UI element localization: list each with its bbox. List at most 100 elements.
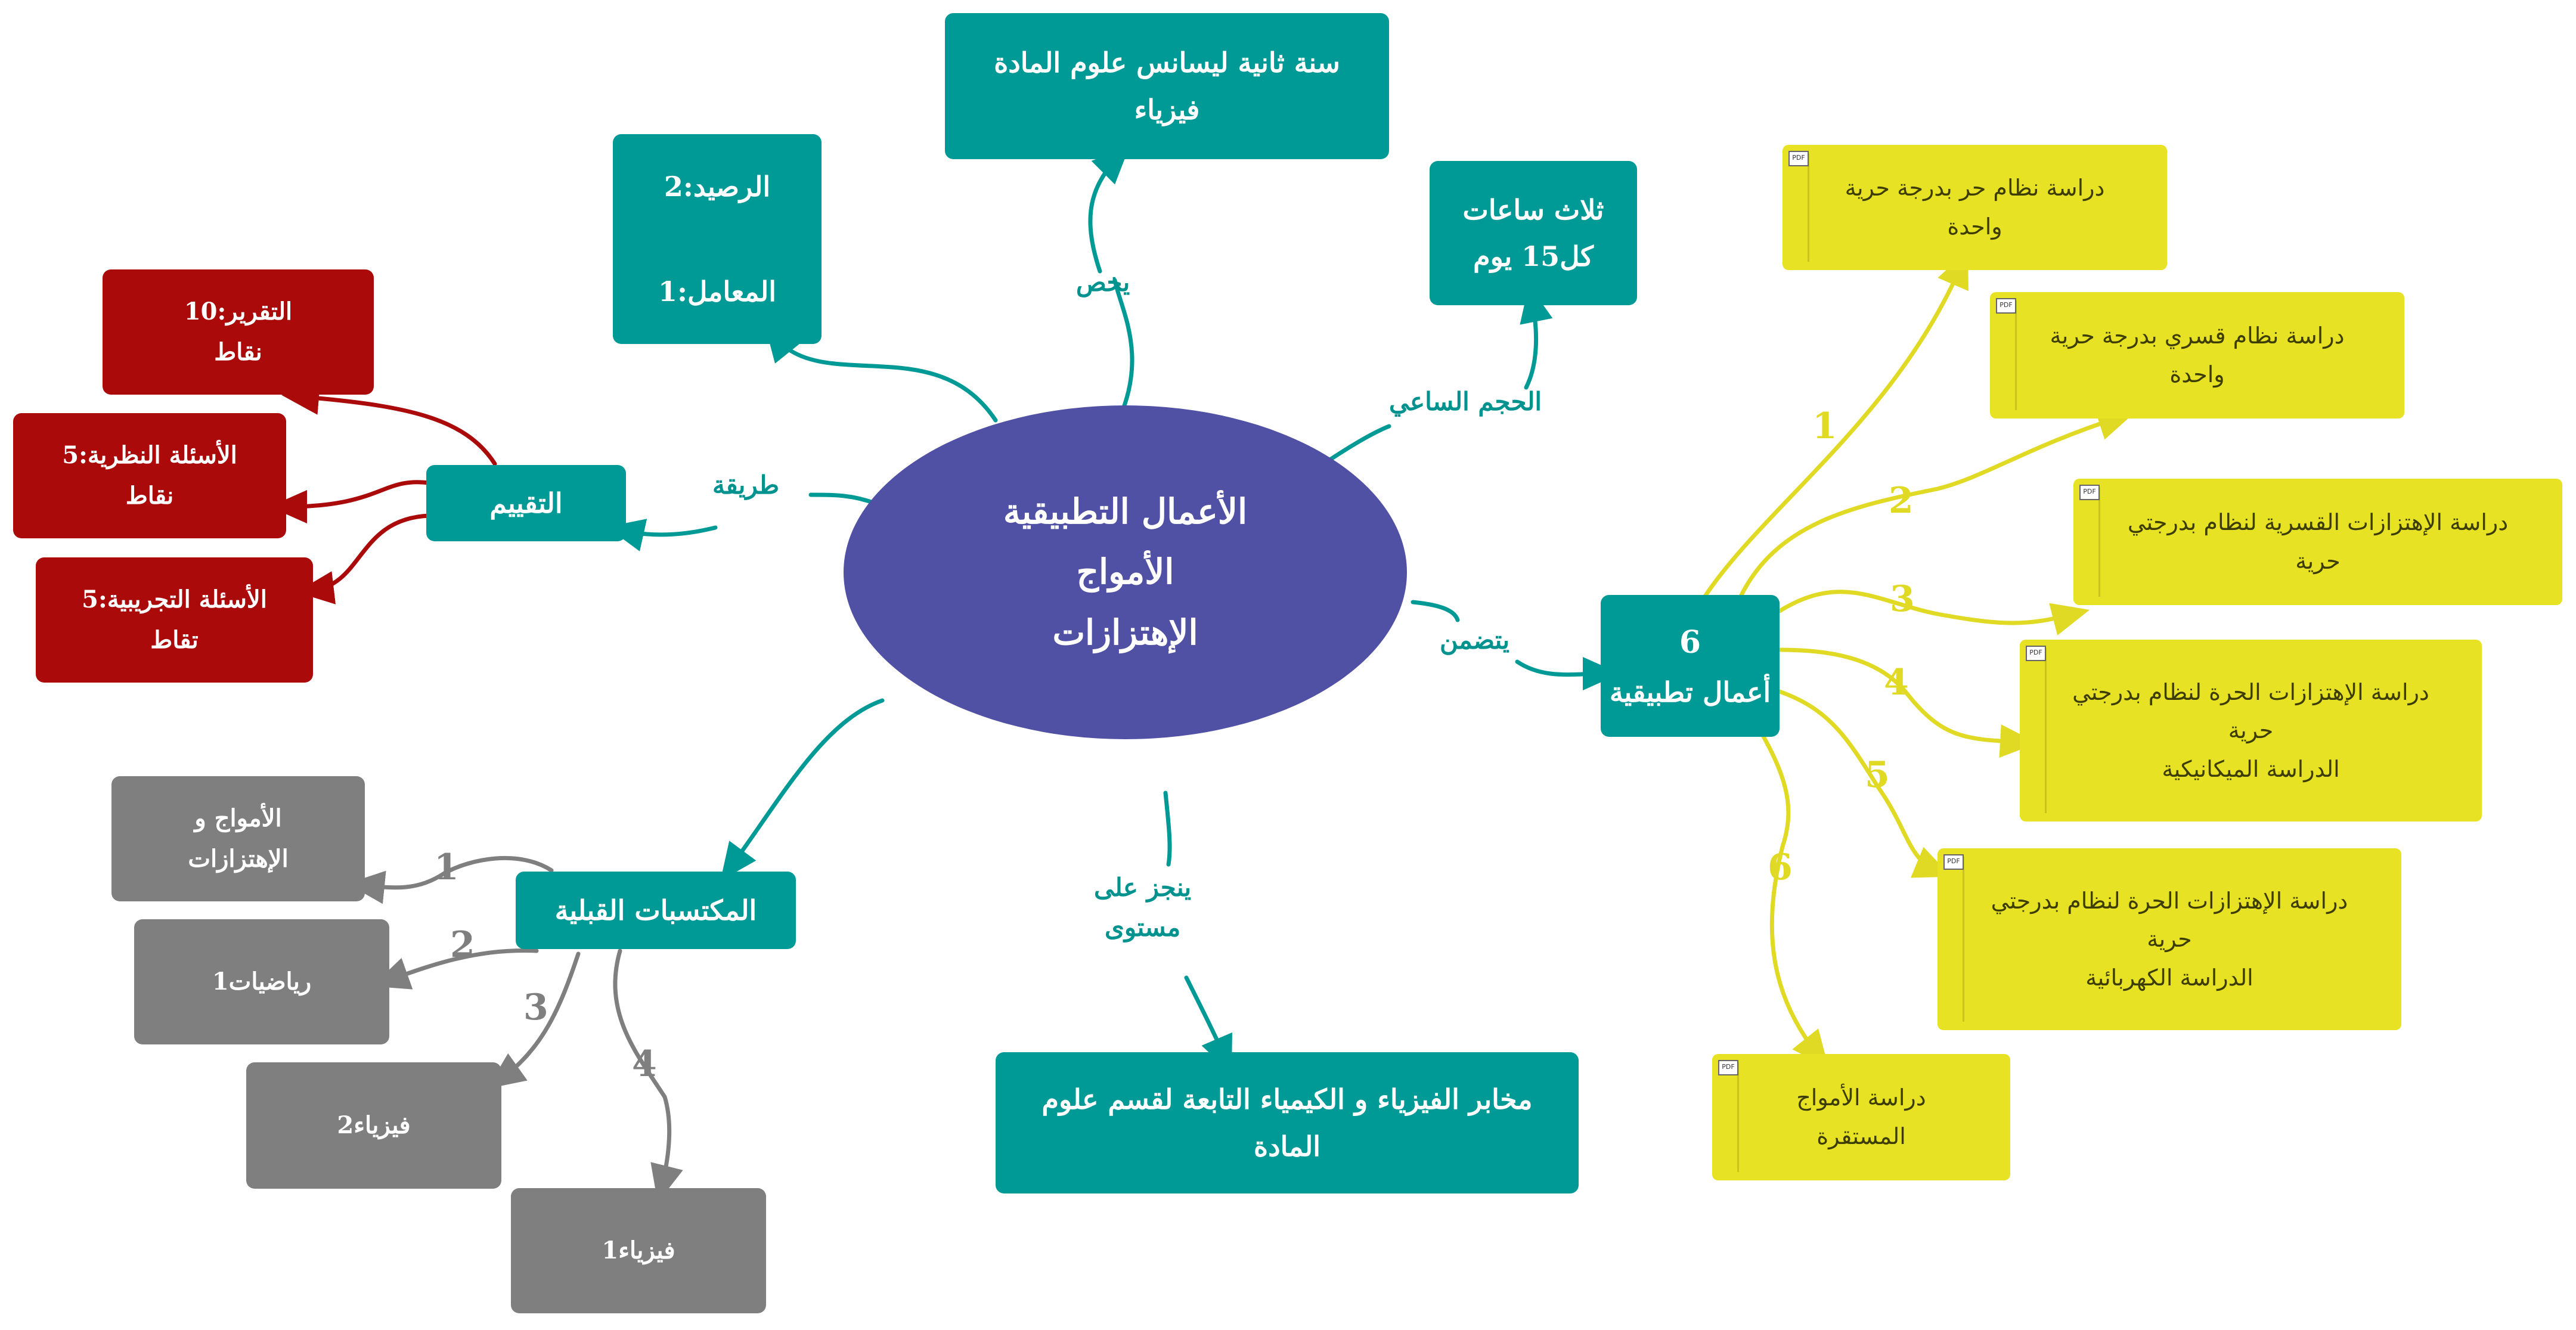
grade-report-line2: نقاط bbox=[214, 338, 262, 366]
edge-label-carried-out-line2: مستوى bbox=[1105, 913, 1181, 943]
edge-assessment bbox=[808, 492, 879, 506]
prereq-item-math1[interactable]: رياضيات1 bbox=[134, 919, 389, 1044]
audience-line2: فيزياء bbox=[1134, 93, 1200, 126]
work-item-1[interactable]: PDF دراسة نظام حر بدرجة حرية واحدة bbox=[1783, 145, 2167, 270]
edge-label-includes: يتضمن bbox=[1440, 625, 1510, 655]
audience-node[interactable]: سنة ثانية ليسانس علوم المادة فيزياء bbox=[945, 13, 1389, 159]
edge-work-6 bbox=[1759, 731, 1829, 1068]
pdf-icon[interactable]: PDF bbox=[1788, 151, 1809, 166]
work-item-6-line1: دراسة الأمواج bbox=[1796, 1084, 1926, 1111]
work-item-4-line3: الدراسة الميكانيكية bbox=[2162, 755, 2340, 782]
grade-theory-line1: الأسئلة النظرية:5 bbox=[62, 441, 237, 469]
edge-credits bbox=[764, 324, 998, 423]
work-number-2: 2 bbox=[1889, 480, 1914, 522]
hours-line1: ثلاث ساعات bbox=[1462, 193, 1604, 226]
work-item-3-line2: حرية bbox=[2295, 548, 2341, 574]
assessment-label: التقييم bbox=[489, 486, 563, 519]
pdf-icon[interactable]: PDF bbox=[1718, 1060, 1738, 1075]
work-item-3[interactable]: PDF دراسة الإهتزازات القسرية لنظام بدرجت… bbox=[2073, 479, 2562, 605]
work-item-2[interactable]: PDF دراسة نظام قسري بدرجة حرية واحدة bbox=[1990, 292, 2404, 418]
central-topic-line1: الأعمال التطبيقية bbox=[1003, 491, 1248, 532]
work-number-5: 5 bbox=[1865, 754, 1890, 796]
work-item-4-line1: دراسة الإهتزازات الحرة لنظام بدرجتي bbox=[2072, 678, 2429, 705]
edge-grade-3 bbox=[296, 513, 432, 604]
credits-node[interactable]: الرصيد:2 المعامل:1 bbox=[613, 134, 822, 344]
work-item-4-line2: حرية bbox=[2228, 717, 2274, 744]
labs-node[interactable]: مخابر الفيزياء و الكيمياء التابعة لقسم ع… bbox=[996, 1052, 1579, 1193]
labs-line1: مخابر الفيزياء و الكيمياء التابعة لقسم ع… bbox=[1041, 1083, 1533, 1116]
assessment-node[interactable]: التقييم bbox=[426, 465, 626, 541]
edge-label-method: طريقة bbox=[712, 470, 780, 500]
edge-works bbox=[1411, 600, 1460, 622]
edge-work-4 bbox=[1777, 647, 2038, 758]
edge-work-5 bbox=[1777, 689, 1952, 878]
work-number-4: 4 bbox=[1884, 662, 1909, 703]
prereq-number-1: 1 bbox=[434, 847, 459, 888]
hours-node[interactable]: ثلاث ساعات كل15 يوم bbox=[1430, 161, 1637, 305]
prereq-number-3: 3 bbox=[523, 987, 548, 1028]
edge-prereq-1 bbox=[347, 855, 554, 904]
pdf-icon[interactable]: PDF bbox=[2026, 646, 2046, 661]
edge-grade-2 bbox=[269, 480, 432, 523]
edge-label-carried-out-line1: ينجز على bbox=[1094, 873, 1192, 902]
edge-prereq-4 bbox=[613, 948, 683, 1203]
prereq-item-waves-line2: الإهتزازات bbox=[188, 845, 289, 873]
grade-theory-line2: نقاط bbox=[125, 482, 174, 510]
edge-prereq bbox=[720, 698, 885, 881]
prereq-label: المكتسبات القبلية bbox=[554, 894, 757, 926]
prereq-item-waves-line1: الأمواج و bbox=[194, 804, 282, 832]
work-item-5-line3: الدراسة الكهربائية bbox=[2085, 964, 2253, 991]
prereq-item-physics2-label: فيزياء2 bbox=[337, 1111, 411, 1139]
edge-label-concerns: يخص bbox=[1076, 268, 1130, 297]
grade-experimental-line2: تقاط bbox=[150, 626, 199, 654]
pdf-icon[interactable]: PDF bbox=[2079, 485, 2100, 500]
labs-line2: المادة bbox=[1254, 1130, 1320, 1162]
edge-prereq-3 bbox=[487, 951, 581, 1089]
hours-line2: كل15 يوم bbox=[1473, 240, 1594, 272]
grade-report-line1: التقرير:10 bbox=[184, 297, 293, 325]
grade-experimental-line1: الأسئلة التجريبية:5 bbox=[82, 585, 267, 613]
edge-hours bbox=[1324, 424, 1391, 464]
work-item-4[interactable]: PDF دراسة الإهتزازات الحرة لنظام بدرجتي … bbox=[2020, 640, 2482, 821]
grade-experimental-node[interactable]: الأسئلة التجريبية:5 تقاط bbox=[36, 557, 313, 683]
work-item-6[interactable]: PDF دراسة الأمواج المستقرة bbox=[1712, 1054, 2010, 1180]
work-item-5[interactable]: PDF دراسة الإهتزازات الحرة لنظام بدرجتي … bbox=[1938, 848, 2401, 1030]
pdf-icon[interactable]: PDF bbox=[1996, 298, 2016, 314]
edge-grade-1 bbox=[281, 382, 497, 466]
audience-line1: سنة ثانية ليسانس علوم المادة bbox=[994, 46, 1340, 79]
credits-line2: المعامل:1 bbox=[658, 275, 777, 308]
central-topic[interactable]: الأعمال التطبيقية الأمواج الإهتزازات bbox=[844, 405, 1407, 739]
works-node[interactable]: 6 أعمال تطبيقية bbox=[1601, 595, 1780, 737]
work-item-5-line1: دراسة الإهتزازات الحرة لنظام بدرجتي bbox=[1991, 887, 2348, 914]
prereq-node[interactable]: المكتسبات القبلية bbox=[516, 872, 796, 949]
work-item-5-line2: حرية bbox=[2147, 926, 2192, 953]
edge-work-2 bbox=[1738, 408, 2135, 599]
prereq-item-physics1[interactable]: فيزياء1 bbox=[511, 1188, 766, 1313]
edge-work-3 bbox=[1777, 590, 2090, 635]
work-item-2-line1: دراسة نظام قسري بدرجة حرية bbox=[2050, 323, 2345, 349]
prereq-number-2: 2 bbox=[450, 924, 475, 966]
work-item-2-line2: واحدة bbox=[2169, 361, 2225, 387]
edge-work-1 bbox=[1703, 250, 1969, 599]
prereq-item-waves[interactable]: الأمواج و الإهتزازات bbox=[111, 776, 365, 901]
edge-audience bbox=[1112, 278, 1134, 430]
works-label: أعمال تطبيقية bbox=[1609, 676, 1771, 709]
work-item-1-line1: دراسة نظام حر بدرجة حرية bbox=[1845, 175, 2105, 201]
prereq-number-4: 4 bbox=[632, 1043, 657, 1085]
central-topic-line2: الأمواج bbox=[1076, 551, 1174, 593]
prereq-item-math1-label: رياضيات1 bbox=[212, 968, 312, 996]
central-topic-line3: الإهتزازات bbox=[1052, 612, 1198, 653]
edge-prereq-2 bbox=[371, 948, 539, 990]
prereq-item-physics2[interactable]: فيزياء2 bbox=[246, 1062, 501, 1189]
work-item-6-line2: المستقرة bbox=[1816, 1123, 1906, 1149]
work-item-3-line1: دراسة الإهتزازات القسرية لنظام بدرجتي bbox=[2127, 509, 2509, 536]
grade-theory-node[interactable]: الأسئلة النظرية:5 نقاط bbox=[13, 413, 286, 538]
credits-line1: الرصيد:2 bbox=[664, 170, 771, 203]
edge-label-volume: الحجم الساعي bbox=[1389, 387, 1542, 416]
pdf-icon[interactable]: PDF bbox=[1943, 854, 1964, 870]
prereq-item-physics1-label: فيزياء1 bbox=[602, 1236, 675, 1264]
grade-report-node[interactable]: التقرير:10 نقاط bbox=[103, 269, 374, 395]
works-count: 6 bbox=[1679, 624, 1701, 661]
work-number-6: 6 bbox=[1768, 847, 1793, 888]
